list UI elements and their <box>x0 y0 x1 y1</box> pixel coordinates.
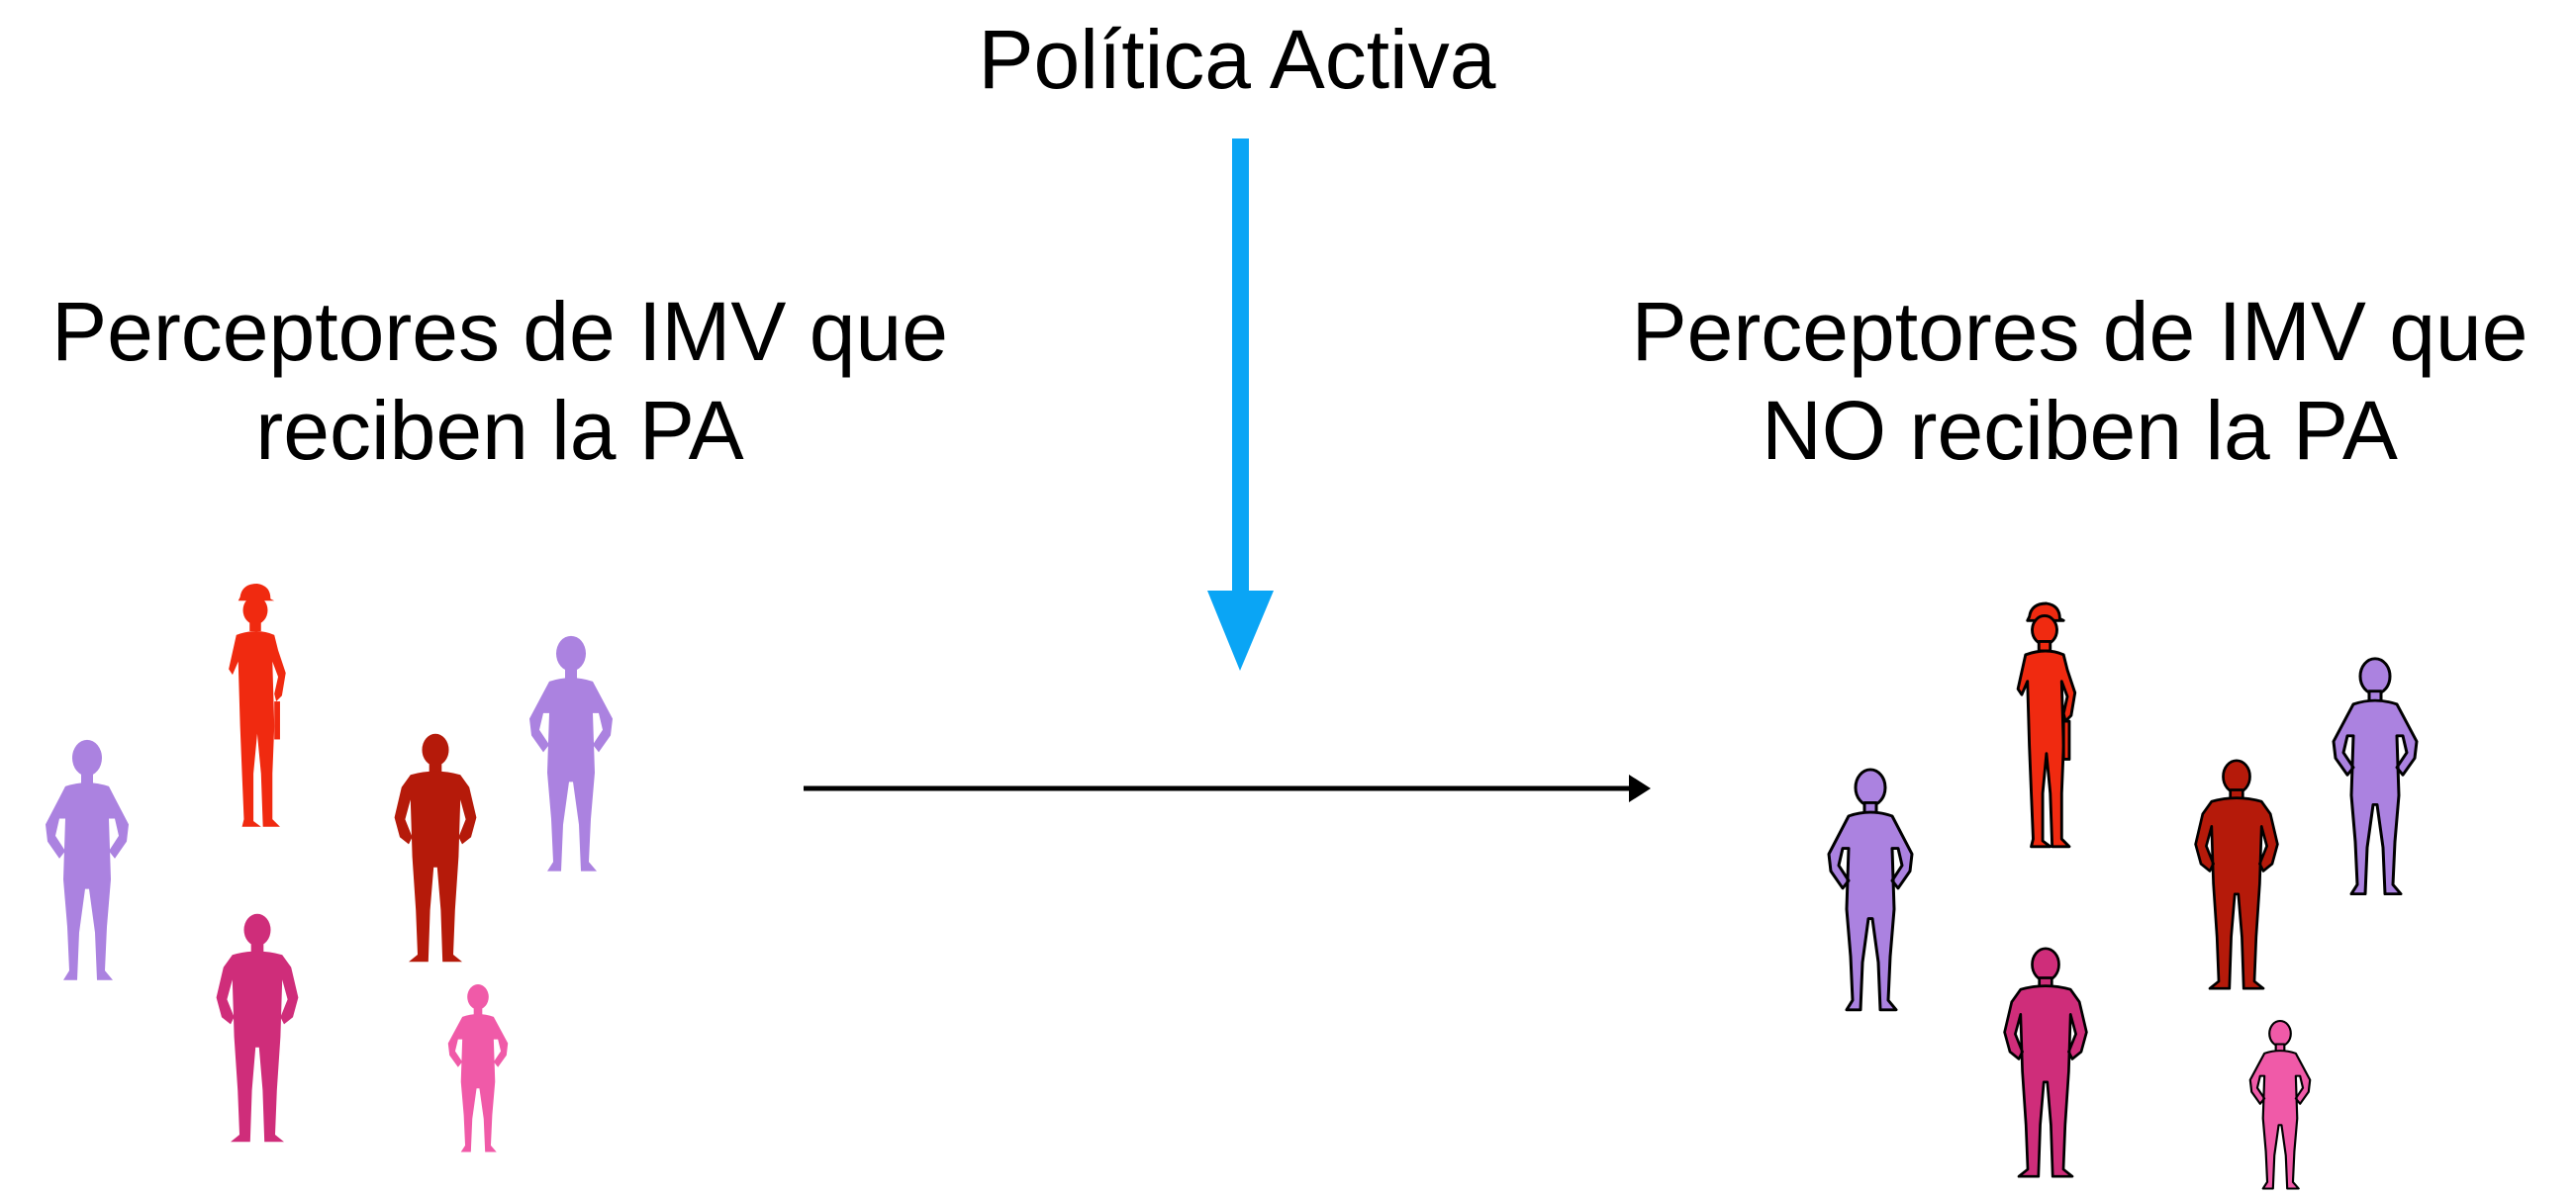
treated-group-label-line1: Perceptores de IMV que <box>51 285 948 378</box>
person-silhouette-icon <box>394 733 477 963</box>
control-group-label-line1: Perceptores de IMV que <box>1631 285 2528 378</box>
treated-group-people <box>46 584 613 1152</box>
person-silhouette-icon <box>1827 768 1914 1012</box>
policy-arrow-shaft <box>1232 138 1249 594</box>
connector-arrow-head <box>1629 775 1651 802</box>
policy-title-text: Política Activa <box>978 13 1496 106</box>
person-silhouette-icon <box>46 739 129 980</box>
person-silhouette-icon <box>229 584 286 827</box>
policy-title: Política Activa <box>841 10 1633 109</box>
person-silhouette-icon <box>2194 759 2279 990</box>
policy-arrow-head <box>1207 591 1274 671</box>
person-silhouette-icon <box>2332 657 2419 896</box>
treated-group-label: Perceptores de IMV que reciben la PA <box>0 282 1000 480</box>
control-group-label: Perceptores de IMV que NO reciben la PA <box>1583 282 2576 480</box>
person-silhouette-icon <box>447 984 509 1152</box>
person-silhouette-icon <box>2248 1019 2312 1190</box>
control-group-people <box>1827 601 2419 1190</box>
connector-arrow <box>804 775 1651 802</box>
control-group-label-line2: NO reciben la PA <box>1762 384 2398 477</box>
person-silhouette-icon <box>2016 601 2077 849</box>
policy-arrow <box>1207 138 1274 671</box>
person-silhouette-icon <box>529 635 613 872</box>
person-silhouette-icon <box>216 913 299 1143</box>
person-silhouette-icon <box>2003 947 2088 1178</box>
treated-group-label-line2: reciben la PA <box>255 384 744 477</box>
